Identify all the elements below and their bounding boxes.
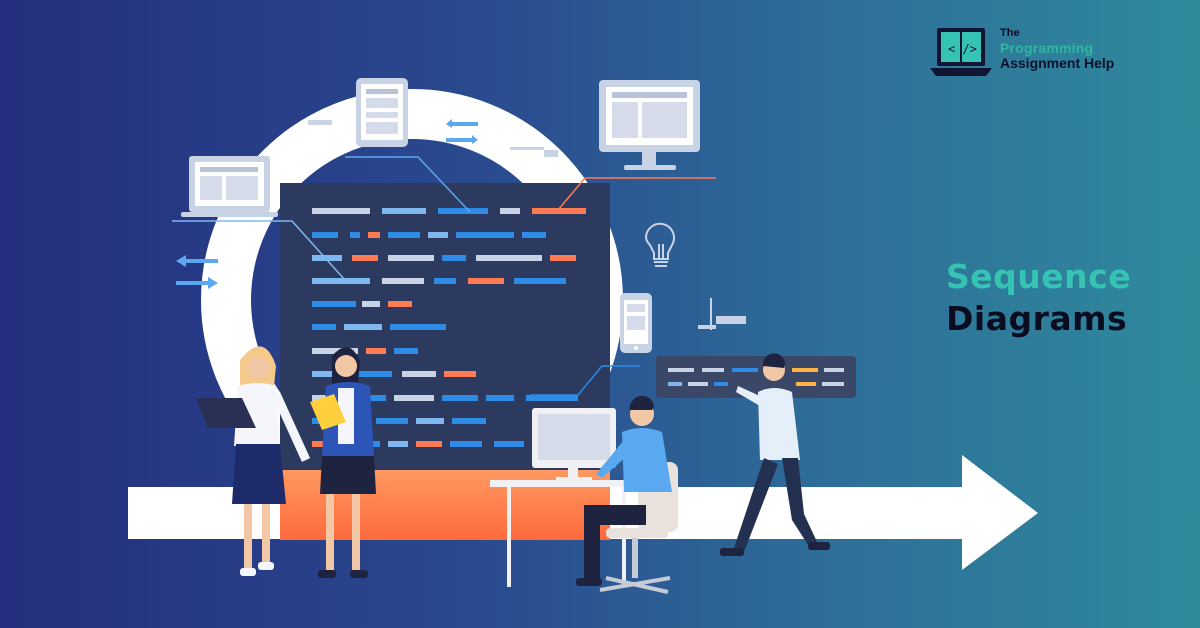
laptop-code-icon: < /> xyxy=(930,28,992,76)
code-line xyxy=(368,232,380,238)
connector-lines xyxy=(172,156,716,396)
code-line xyxy=(442,255,466,261)
code-line xyxy=(394,395,434,401)
exchange-arrows-icon xyxy=(176,255,218,289)
code-line xyxy=(428,232,448,238)
headline: Sequence Diagrams xyxy=(946,256,1131,340)
code-line xyxy=(344,324,382,330)
code-line xyxy=(438,208,488,214)
code-line xyxy=(312,348,358,354)
code-line xyxy=(366,348,386,354)
code-line xyxy=(394,348,418,354)
code-line xyxy=(416,441,442,447)
code-line xyxy=(312,371,342,377)
code-line xyxy=(388,441,408,447)
code-line xyxy=(352,371,392,377)
code-line xyxy=(468,278,504,284)
code-line xyxy=(388,255,434,261)
phone-icon xyxy=(620,293,652,353)
code-line xyxy=(416,418,444,424)
code-line xyxy=(312,395,328,401)
monitor-icon xyxy=(599,80,700,170)
code-line xyxy=(402,371,436,377)
code-line xyxy=(376,418,408,424)
brand-wordmark: The Programming Assignment Help xyxy=(1000,26,1114,71)
code-line xyxy=(434,278,456,284)
code-line xyxy=(312,208,370,214)
person-woman-folder xyxy=(310,347,376,578)
code-line xyxy=(382,278,424,284)
code-line xyxy=(312,232,338,238)
logo-line-the: The xyxy=(1000,27,1020,39)
logo-line-assignment-help: Assignment Help xyxy=(1000,55,1115,71)
person-woman-laptop xyxy=(196,346,311,576)
headline-diagrams: Diagrams xyxy=(946,299,1128,338)
code-line xyxy=(352,255,378,261)
code-line xyxy=(312,324,336,330)
code-line xyxy=(526,395,578,401)
desk-monitor-icon xyxy=(532,408,616,481)
code-line xyxy=(514,278,566,284)
person-seated xyxy=(576,395,672,586)
headline-sequence: Sequence xyxy=(946,257,1132,296)
code-line xyxy=(444,371,476,377)
code-line xyxy=(442,395,478,401)
code-line xyxy=(550,255,576,261)
code-line xyxy=(532,208,586,214)
laptop-icon xyxy=(181,156,278,217)
code-line xyxy=(452,418,486,424)
code-lines xyxy=(312,208,586,447)
decorative-dashes xyxy=(308,120,746,330)
code-line xyxy=(312,278,370,284)
code-line xyxy=(388,232,420,238)
code-card xyxy=(656,356,856,398)
code-line xyxy=(456,232,514,238)
code-line xyxy=(350,232,360,238)
code-line xyxy=(486,395,514,401)
code-line xyxy=(494,441,524,447)
code-line xyxy=(500,208,520,214)
logo-line-programming: Programming xyxy=(1000,40,1094,56)
brand-logo[interactable]: < /> The Programming Assignment Help xyxy=(928,24,1158,84)
code-line xyxy=(312,301,356,307)
tablet-icon xyxy=(356,78,408,147)
code-line xyxy=(450,441,482,447)
svg-text:< />: < /> xyxy=(948,42,977,56)
code-line xyxy=(312,255,342,261)
code-line xyxy=(362,301,380,307)
person-walking xyxy=(720,353,830,556)
code-line xyxy=(388,301,412,307)
code-line xyxy=(476,255,542,261)
code-line xyxy=(312,441,330,447)
code-line xyxy=(382,208,426,214)
code-line xyxy=(390,324,446,330)
exchange-arrows-icon xyxy=(446,119,478,144)
code-line xyxy=(522,232,546,238)
lightbulb-icon xyxy=(644,222,675,267)
